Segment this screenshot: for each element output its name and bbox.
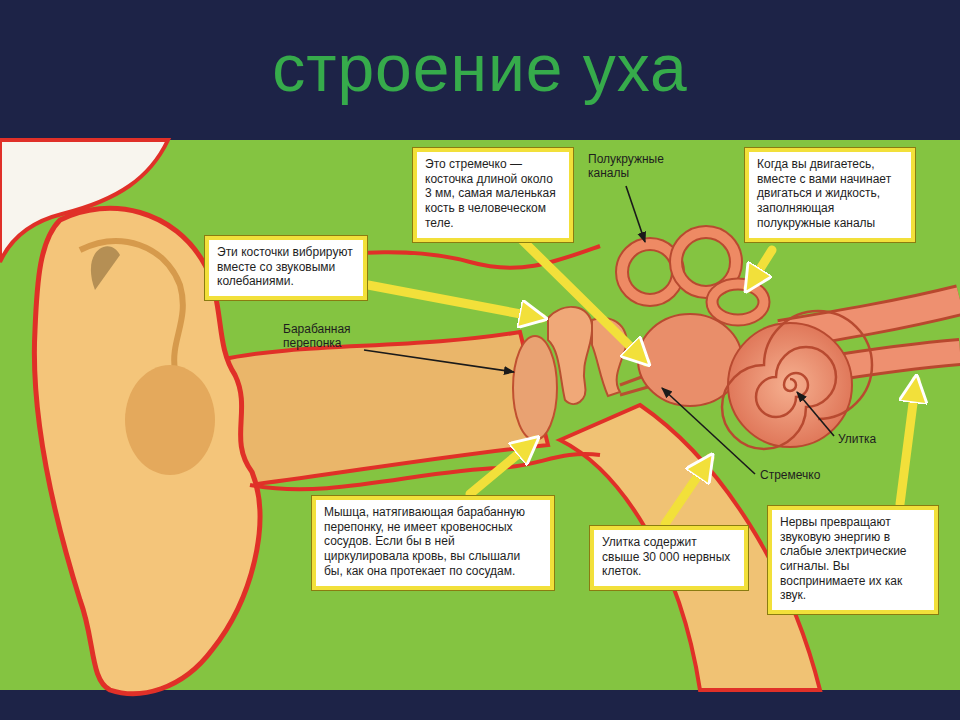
semicircular-canal bbox=[622, 244, 678, 300]
part-label: Барабанная перепонка bbox=[283, 322, 383, 351]
callout-pointer bbox=[900, 380, 916, 504]
title-band bbox=[0, 0, 960, 140]
pinna-shadow bbox=[91, 246, 120, 290]
semicircular-canal bbox=[712, 284, 764, 320]
callout-box: Мышца, натягивающая барабанную перепонку… bbox=[312, 496, 554, 590]
leader-line bbox=[662, 388, 755, 474]
callout-pointer bbox=[470, 440, 535, 494]
callout-text: Нервы превращают звуковую энергию в слаб… bbox=[780, 515, 926, 603]
callout-pointer bbox=[748, 250, 772, 288]
callout-box: Нервы превращают звуковую энергию в слаб… bbox=[768, 506, 938, 614]
eardrum bbox=[513, 336, 557, 440]
ear-canal bbox=[220, 332, 548, 485]
callout-text: Улитка содержит свыше 30 000 нервных кле… bbox=[602, 535, 736, 579]
callout-text: Эти косточки вибрируют вместе со звуковы… bbox=[217, 245, 355, 289]
hammer-bone bbox=[548, 307, 592, 404]
callout-box: Улитка содержит свыше 30 000 нервных кле… bbox=[590, 526, 748, 590]
semicircular-canal bbox=[622, 244, 678, 300]
callout-box: Когда вы двигаетесь, вместе с вами начин… bbox=[745, 148, 915, 242]
vestibule bbox=[638, 314, 742, 406]
callout-pointer bbox=[665, 458, 710, 524]
callout-box: Эти косточки вибрируют вместе со звуковы… bbox=[205, 236, 367, 300]
leader-line bbox=[626, 186, 645, 242]
region-outline bbox=[250, 454, 600, 489]
helix-fold bbox=[80, 241, 183, 370]
part-label: Стремечко bbox=[760, 468, 840, 482]
part-label: Полукружные каналы bbox=[588, 152, 680, 181]
part-label: Улитка bbox=[838, 432, 908, 446]
cochlea-spiral bbox=[722, 311, 872, 449]
callout-pointer bbox=[368, 285, 542, 318]
callout-pointers bbox=[368, 238, 916, 524]
concha bbox=[125, 365, 215, 475]
leader-line bbox=[797, 392, 834, 436]
callout-text: Когда вы двигаетесь, вместе с вами начин… bbox=[757, 157, 903, 230]
callout-pointer bbox=[520, 238, 646, 362]
diagram-title: строение уха bbox=[0, 30, 960, 106]
callout-box: Это стремечко — косточка длиной около 3 … bbox=[413, 148, 573, 242]
cochlea bbox=[728, 323, 852, 447]
semicircular-canal bbox=[712, 284, 764, 320]
callout-text: Мышца, натягивающая барабанную перепонку… bbox=[324, 505, 542, 578]
callout-text: Это стремечко — косточка длиной около 3 … bbox=[425, 157, 561, 230]
leader-line bbox=[364, 350, 514, 372]
